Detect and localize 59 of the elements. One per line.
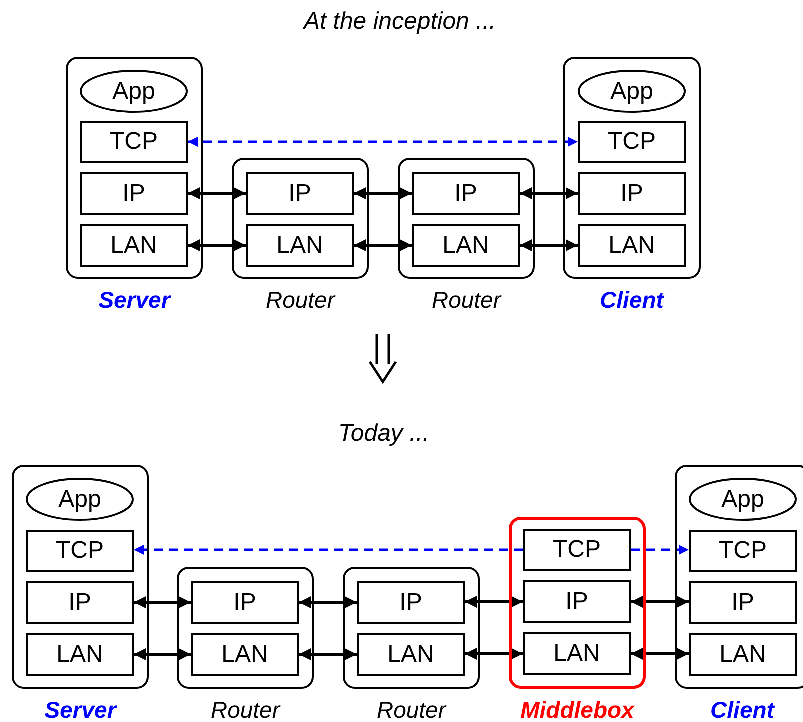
application-ellipse xyxy=(26,478,134,521)
device-label: Router xyxy=(266,287,336,314)
protocol-layer-box: TCP xyxy=(523,529,631,571)
dashed-arrow xyxy=(188,137,578,147)
protocol-layer-box: LAN xyxy=(191,633,299,676)
protocol-layer-box: IP xyxy=(412,172,520,215)
device-label: Router xyxy=(376,697,446,722)
layer-label: App xyxy=(722,486,764,514)
application-ellipse xyxy=(578,70,686,113)
protocol-layer-box: LAN xyxy=(246,224,354,267)
protocol-layer-box: IP xyxy=(246,172,354,215)
double-headed-arrow xyxy=(354,188,412,200)
protocol-layer-box: IP xyxy=(80,172,188,215)
layer-label: App xyxy=(610,78,654,106)
protocol-layer-box: LAN xyxy=(578,224,686,267)
layer-label: App xyxy=(58,486,102,514)
protocol-layer-box: LAN xyxy=(412,224,520,267)
double-headed-arrow xyxy=(299,648,357,660)
device-label: Middlebox xyxy=(520,697,634,722)
protocol-layer-box: TCP xyxy=(689,530,797,572)
protocol-layer-box: IP xyxy=(191,581,299,624)
application-ellipse xyxy=(689,478,797,521)
double-headed-arrow xyxy=(520,240,578,252)
protocol-layer-box: IP xyxy=(689,581,797,624)
double-headed-arrow xyxy=(134,648,191,660)
double-headed-arrow xyxy=(299,596,357,608)
double-headed-arrow xyxy=(465,648,523,660)
double-headed-arrow xyxy=(631,596,689,608)
application-ellipse xyxy=(80,70,188,113)
double-headed-arrow xyxy=(134,596,191,608)
double-headed-arrow xyxy=(188,188,246,200)
double-headed-arrow xyxy=(465,596,523,608)
double-headed-arrow xyxy=(188,240,246,252)
double-headed-arrow xyxy=(520,188,578,200)
device-label: Server xyxy=(44,697,116,722)
device-label: Router xyxy=(210,697,280,722)
protocol-layer-box: IP xyxy=(578,172,686,215)
protocol-layer-box: LAN xyxy=(26,633,134,676)
layer-label: App xyxy=(112,78,156,106)
dashed-arrow xyxy=(631,545,689,555)
scenario-title: Today ... xyxy=(338,420,430,448)
protocol-layer-box: IP xyxy=(26,581,134,624)
protocol-layer-box: LAN xyxy=(80,224,188,267)
protocol-layer-box: LAN xyxy=(689,633,797,676)
scenario-title: At the inception ... xyxy=(304,8,496,36)
protocol-layer-box: IP xyxy=(523,580,631,623)
device-label: Client xyxy=(710,697,774,722)
device-label: Client xyxy=(600,287,664,314)
device-label: Server xyxy=(98,287,170,314)
dashed-arrow xyxy=(134,545,523,555)
double-headed-arrow xyxy=(354,240,412,252)
protocol-layer-box: LAN xyxy=(523,632,631,675)
protocol-layer-box: IP xyxy=(357,581,465,624)
protocol-layer-box: TCP xyxy=(80,121,188,163)
double-headed-arrow xyxy=(631,648,689,660)
protocol-layer-box: LAN xyxy=(357,633,465,676)
protocol-layer-box: TCP xyxy=(578,121,686,163)
device-label: Router xyxy=(432,287,502,314)
protocol-layer-box: TCP xyxy=(26,530,134,572)
